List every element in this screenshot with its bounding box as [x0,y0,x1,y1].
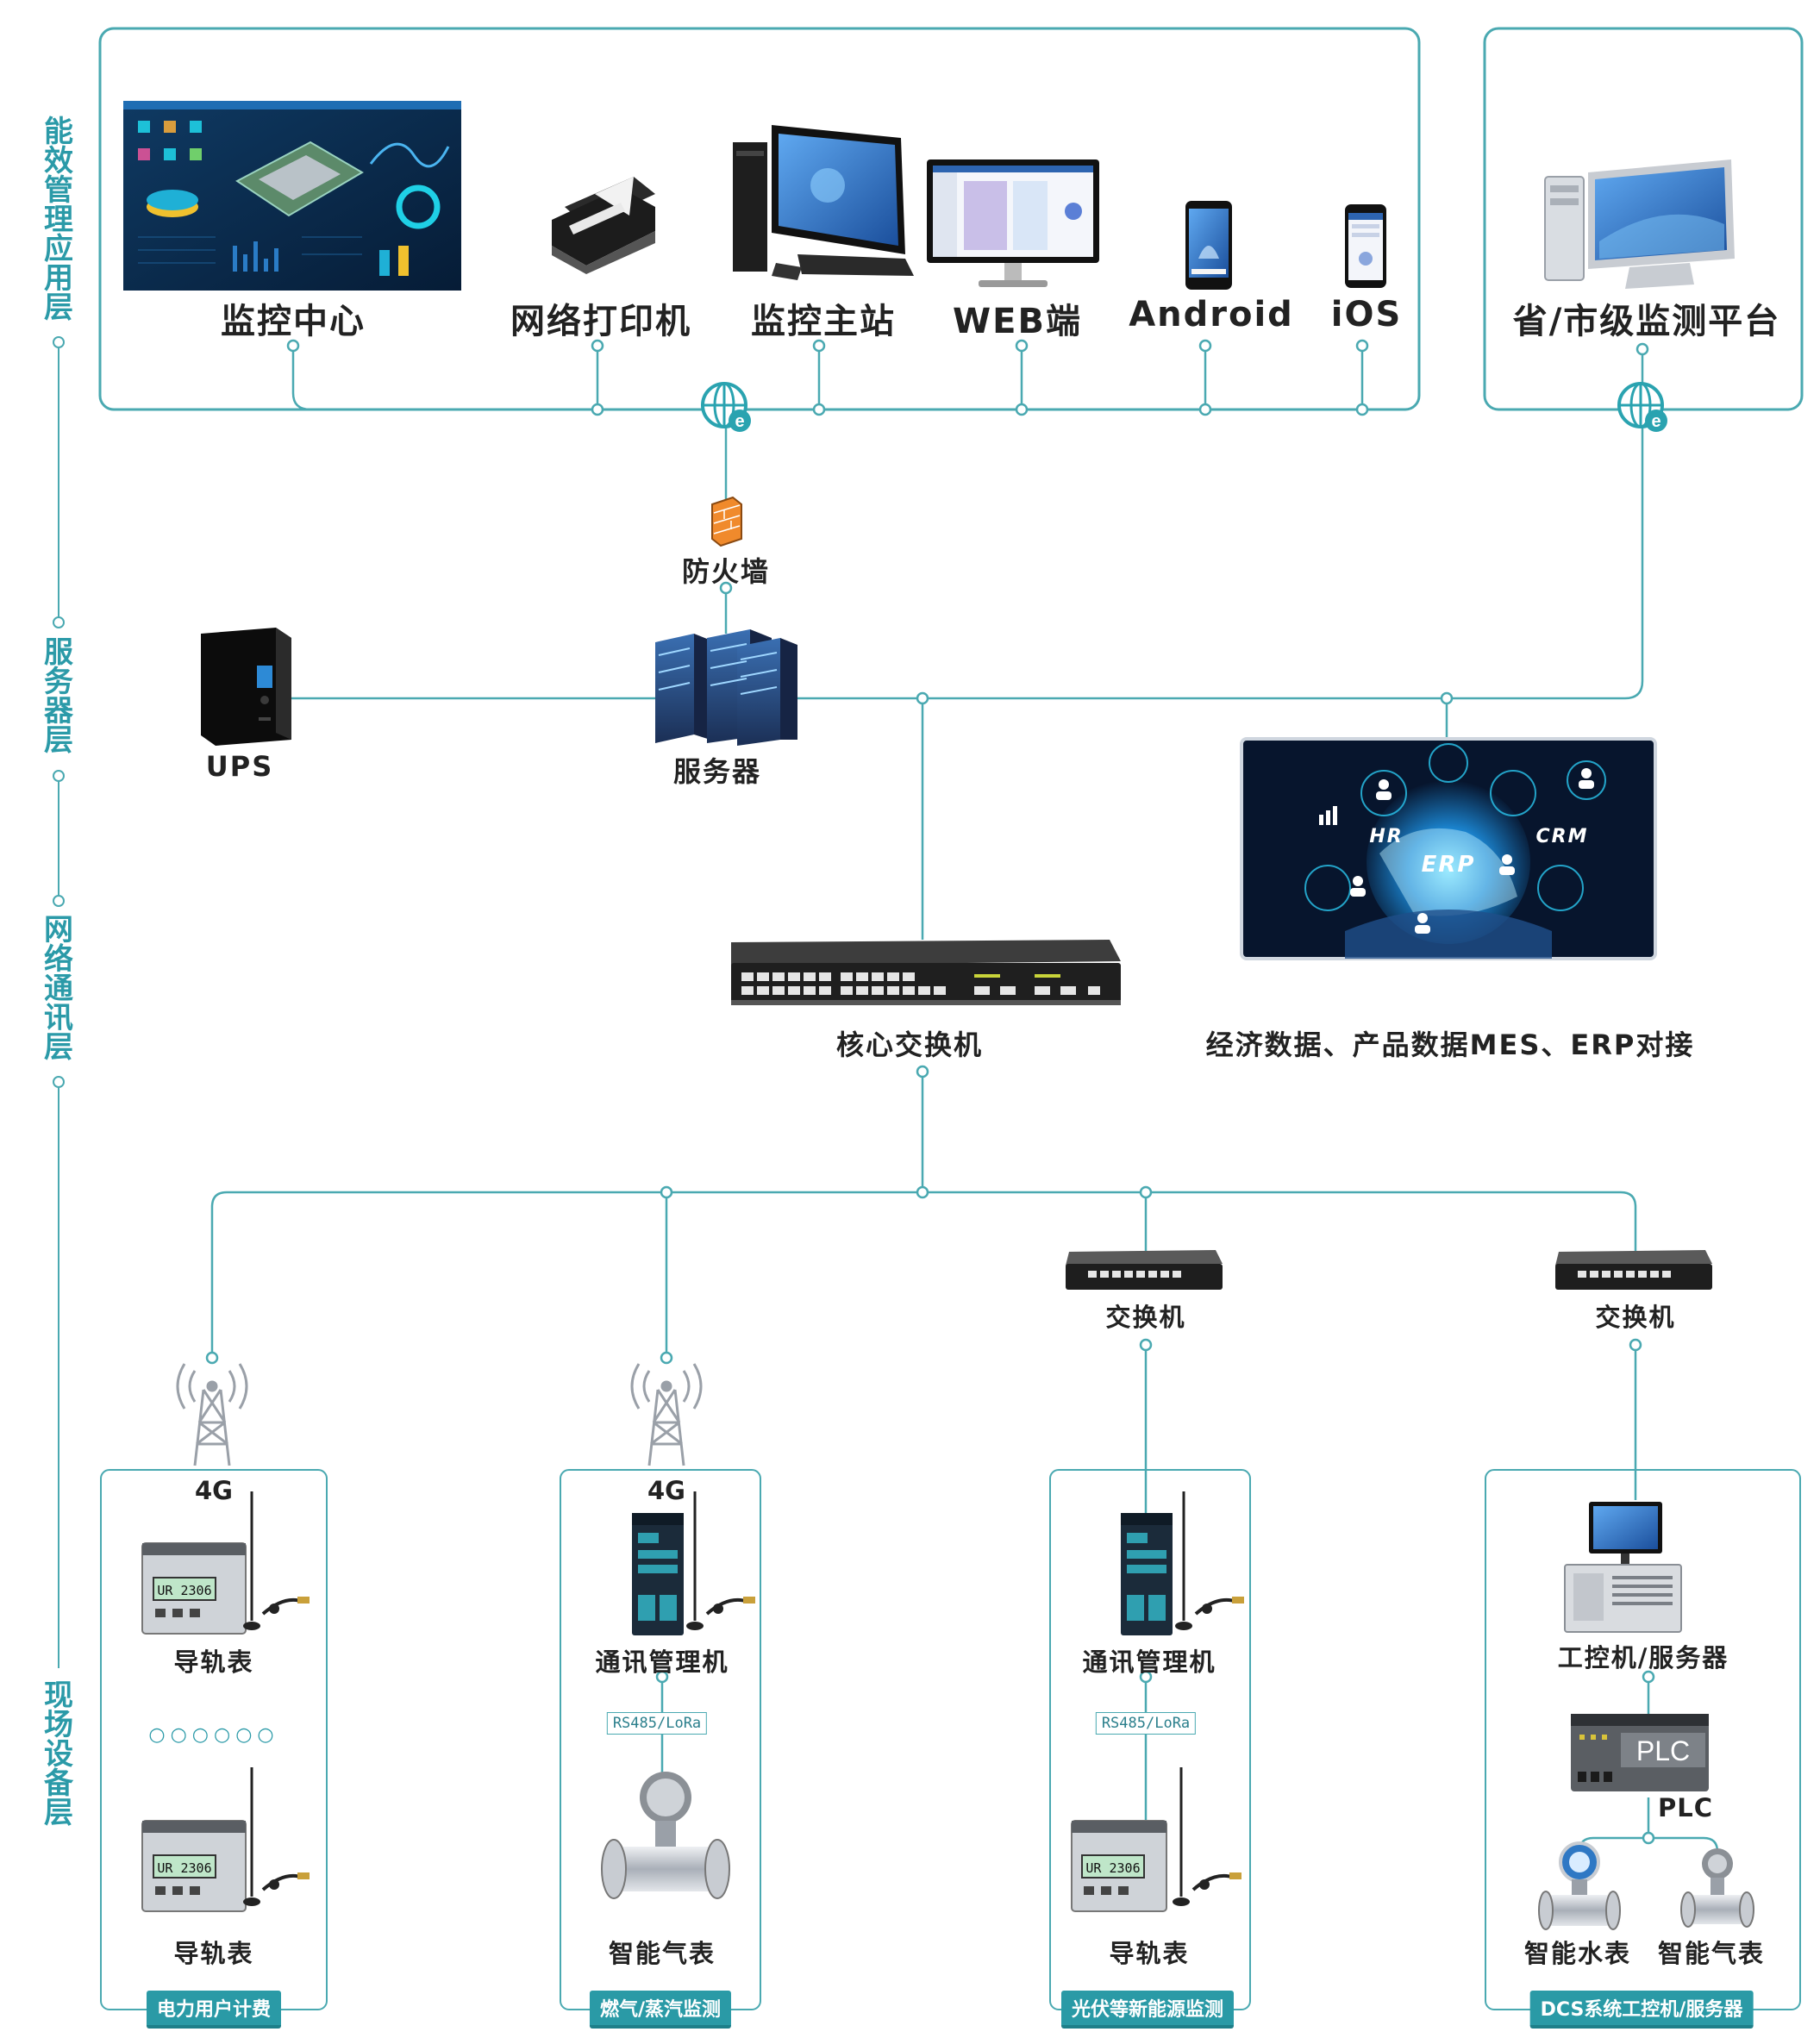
label-provincial-platform: 省/市级监测平台 [1512,302,1781,341]
label-master-station: 监控主站 [751,302,896,341]
antenna-icon [243,1491,310,1630]
globe-e-icon: e [701,382,751,432]
label-network-printer: 网络打印机 [510,302,691,341]
printer-icon [552,177,655,274]
erp-crm-text: CRM [1535,826,1589,847]
label-water-meter: 智能水表 [1523,1939,1632,1968]
erp-globe-icon [1240,737,1657,960]
label-firewall: 防火墙 [681,555,771,588]
connector-dots [205,339,1655,1845]
label-monitor-center: 监控中心 [221,302,366,341]
din-meter-icon-3: UR 2306 [1071,1820,1167,1912]
firewall-icon [711,496,742,547]
label-din-meter-2: 导轨表 [173,1939,254,1968]
label-switch-4: 交换机 [1595,1303,1676,1332]
ios-phone-icon [1345,204,1386,288]
label-server: 服务器 [672,755,762,788]
bus-tag-2: RS485/LoRa [1095,1712,1197,1735]
label-4g-1: 4G [195,1476,233,1505]
category-pv-renewables: 光伏等新能源监测 [1060,1991,1235,2029]
core-switch-icon [731,940,1121,1005]
switch-icon-2 [1555,1250,1712,1290]
lcd-text: UR 2306 [157,1860,211,1876]
svg-text:e: e [1651,412,1661,431]
plc-box-label: PLC [1636,1735,1690,1766]
label-gas-meter-1: 智能气表 [608,1939,716,1968]
tower-4g-icon-2 [630,1363,703,1466]
label-web: WEB端 [953,302,1082,341]
svg-text:e: e [735,412,744,431]
ipc-icon [1564,1502,1682,1633]
label-plc: PLC [1657,1793,1714,1822]
category-gas-steam: 燃气/蒸汽监测 [589,1991,732,2029]
gateway-icon-2 [1121,1513,1173,1635]
connector-lines [210,346,1719,1862]
lcd-text: UR 2306 [1085,1860,1140,1876]
globe-e-icon-provincial: e [1617,382,1667,432]
imac-icon [1544,159,1735,289]
erp-erp-text: ERP [1421,852,1476,878]
label-android: Android [1129,295,1294,334]
antenna-icon-4 [1175,1491,1244,1630]
layer-label-field: 现场设备层 [44,1679,73,1830]
bus-tag-1: RS485/LoRa [606,1712,708,1735]
plc-icon: PLC [1571,1714,1709,1791]
ellipsis-dots: ○○○○○○ [148,1724,279,1746]
gas-flowmeter-icon-2 [1680,1848,1754,1928]
label-gas-meter-2: 智能气表 [1657,1939,1766,1968]
layer-label-server: 服务器层 [44,635,73,758]
lcd-text: UR 2306 [157,1583,211,1598]
antenna-icon-5 [1173,1767,1241,1906]
label-4g-2: 4G [647,1476,685,1505]
layer-timeline [53,336,65,1668]
switch-icon [1066,1250,1223,1290]
antenna-icon-2 [243,1767,310,1906]
app-frame [98,27,1421,411]
dashboard-icon [123,101,461,291]
monitor-icon [927,159,1099,287]
tower-4g-icon [176,1363,248,1466]
layer-label-app: 能效管理应用层 [44,115,73,325]
din-meter-icon-2: UR 2306 [141,1820,247,1912]
antenna-icon-3 [686,1491,755,1630]
water-meter-icon [1538,1841,1621,1930]
server-rack-icon [655,629,797,746]
label-din-meter-3: 导轨表 [1109,1939,1190,1968]
ups-icon [201,628,291,746]
label-gateway-2: 通讯管理机 [1082,1647,1216,1677]
label-din-meter-1: 导轨表 [173,1647,254,1677]
label-gateway-1: 通讯管理机 [595,1647,729,1677]
android-phone-icon [1185,201,1232,290]
label-core-switch: 核心交换机 [835,1028,984,1061]
category-power-billing: 电力用户计费 [146,1991,282,2029]
label-ios: iOS [1330,295,1403,334]
label-switch-3: 交换机 [1105,1303,1186,1332]
erp-hr-text: HR [1369,826,1404,847]
layer-label-network: 网络通讯层 [44,913,73,1065]
label-erp-caption: 经济数据、产品数据MES、ERP对接 [1205,1028,1695,1061]
workstation-icon [733,125,914,280]
label-ups: UPS [205,750,274,783]
gateway-icon [632,1513,684,1635]
din-meter-icon: UR 2306 [141,1542,247,1635]
gas-flowmeter-icon [601,1772,730,1899]
label-ipc-server: 工控机/服务器 [1557,1643,1729,1672]
category-dcs: DCS系统工控机/服务器 [1529,1991,1754,2029]
